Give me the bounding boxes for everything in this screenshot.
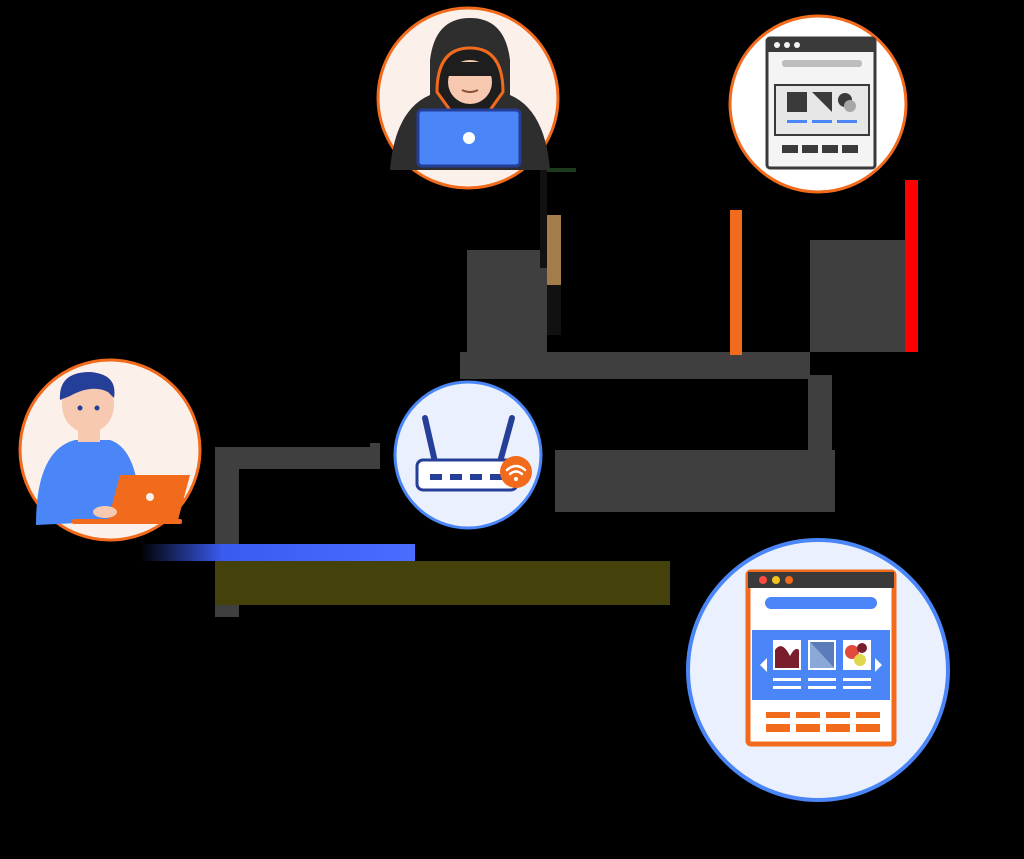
fake-site-connector-red bbox=[905, 180, 918, 352]
attacker-connector-dark bbox=[467, 250, 547, 362]
real-site-node bbox=[686, 538, 950, 802]
router-right-bar bbox=[555, 450, 835, 512]
user-node bbox=[18, 358, 202, 542]
connectors bbox=[140, 168, 918, 617]
top-horizontal-bar bbox=[460, 352, 810, 379]
fake-site-connector-orange bbox=[730, 210, 742, 355]
real-site-connector-olive bbox=[215, 561, 670, 605]
hacker-hood-icon bbox=[390, 18, 550, 170]
attacker-node bbox=[376, 6, 560, 190]
router-node bbox=[393, 380, 543, 530]
wifi-router-icon bbox=[415, 415, 532, 492]
user-laptop-icon bbox=[36, 372, 190, 525]
real-site-connector-blue bbox=[140, 544, 415, 561]
attacker-connector-stem bbox=[540, 168, 547, 268]
fake-site-connector-lower bbox=[808, 375, 832, 460]
wifi-icon bbox=[505, 464, 527, 476]
fake-site-connector-dark bbox=[810, 240, 905, 352]
router-circle bbox=[393, 380, 543, 530]
fake-site-node bbox=[728, 14, 908, 194]
fake-webpage-icon bbox=[765, 36, 877, 170]
user-connector-horizontal bbox=[215, 447, 380, 469]
attacker-connector-black bbox=[547, 285, 561, 335]
attacker-connector-tan bbox=[547, 215, 561, 285]
user-connector-tip bbox=[370, 443, 380, 469]
attacker-connector-green bbox=[540, 168, 576, 172]
real-webpage-icon bbox=[745, 569, 897, 747]
